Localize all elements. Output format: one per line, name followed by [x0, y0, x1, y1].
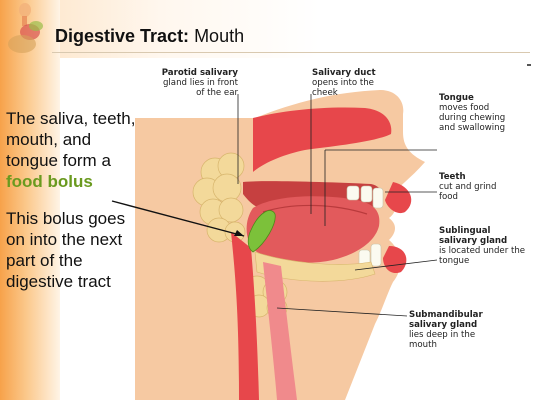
food-bolus-highlight: food bolus: [6, 172, 93, 191]
title-rest: Mouth: [189, 26, 245, 46]
label-parotid-gland: Parotid salivary gland lies in front of …: [161, 68, 238, 98]
label-teeth: Teeth cut and grind food: [439, 172, 497, 202]
label-leader-lines: [237, 94, 438, 317]
paragraph-food-bolus: The saliva, teeth, mouth, and tongue for…: [6, 108, 146, 192]
paragraph-1-text: The saliva, teeth, mouth, and tongue for…: [6, 109, 136, 170]
tongue-shape: [246, 196, 380, 263]
larynx: [263, 262, 297, 400]
body-text: The saliva, teeth, mouth, and tongue for…: [6, 108, 146, 308]
header-band: [0, 0, 533, 58]
nasal-cavity: [253, 107, 392, 172]
label-submandibular-gland: Submandibular salivary gland lies deep i…: [409, 310, 483, 350]
label-salivary-duct: Salivary duct opens into the cheek: [312, 68, 376, 98]
label-tongue: Tongue moves food during chewing and swa…: [439, 93, 506, 133]
lower-lip: [383, 246, 407, 274]
label-sublingual-gland: Sublingual salivary gland is located und…: [439, 226, 526, 266]
upper-lip: [385, 182, 412, 214]
left-color-band: [0, 0, 60, 400]
paragraph-next-part: This bolus goes on into the next part of…: [6, 209, 126, 291]
upper-teeth: [346, 185, 384, 209]
corner-marker: [527, 64, 531, 66]
slide-title: Digestive Tract: Mouth: [55, 26, 244, 47]
sublingual-gland-shape: [254, 251, 376, 282]
mouth-anatomy-diagram: [135, 90, 438, 400]
pharynx-esophagus: [231, 232, 259, 400]
tongue-groove: [262, 204, 368, 215]
title-bold: Digestive Tract:: [55, 26, 190, 46]
title-divider: [52, 52, 530, 53]
food-bolus-shape: [247, 210, 276, 253]
parotid-gland-shape: [192, 152, 246, 243]
digestive-system-thumbnail-icon: [8, 3, 43, 53]
